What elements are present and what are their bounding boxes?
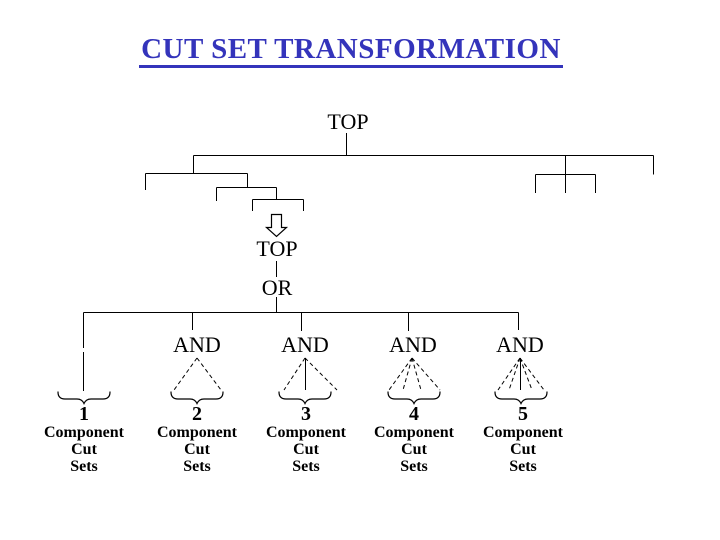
fan-dashed-lines xyxy=(173,357,545,391)
original-tree-root-label: TOP xyxy=(327,109,369,134)
underbrace-3 xyxy=(278,391,332,405)
transform-down-arrow-icon xyxy=(264,213,289,238)
cut-set-column-1: 1 Component Cut Sets xyxy=(29,403,139,475)
cut-set-label-line: Sets xyxy=(509,458,537,475)
cut-set-label-line: Sets xyxy=(400,458,428,475)
cut-set-label-line: Component xyxy=(43,424,124,441)
cut-set-count: 5 xyxy=(518,403,528,425)
cut-set-count: 1 xyxy=(79,403,89,425)
transformed-tree-root-label: TOP xyxy=(256,236,298,261)
cut-set-label-line: Cut xyxy=(71,441,97,458)
cut-set-count: 2 xyxy=(192,403,202,425)
slide-title-text: CUT SET TRANSFORMATION xyxy=(139,34,563,68)
original-fault-tree-lines xyxy=(145,133,654,211)
cut-set-label-line: Component xyxy=(156,424,237,441)
gate-input-fan-lines xyxy=(173,357,545,391)
cut-set-label-line: Sets xyxy=(183,458,211,475)
cut-set-label-line: Sets xyxy=(70,458,98,475)
cut-set-count: 4 xyxy=(409,403,419,425)
cut-set-label-line: Cut xyxy=(293,441,319,458)
cut-set-column-5: 5 Component Cut Sets xyxy=(468,403,578,475)
and-gate-label-5: AND xyxy=(496,332,544,357)
cut-set-count: 3 xyxy=(301,403,311,425)
or-gate-label: OR xyxy=(261,275,293,300)
cut-set-label-line: Component xyxy=(373,424,454,441)
and-gate-label-2: AND xyxy=(173,332,221,357)
slide-title: CUT SET TRANSFORMATION xyxy=(128,34,574,68)
cut-set-column-4: 4 Component Cut Sets xyxy=(359,403,469,475)
fan-solid-lines xyxy=(305,358,521,390)
cut-set-label-line: Sets xyxy=(292,458,320,475)
underbrace-1 xyxy=(57,391,111,405)
cut-set-label-line: Cut xyxy=(510,441,536,458)
transformed-tree-lines xyxy=(83,261,519,391)
cut-set-label-line: Component xyxy=(482,424,563,441)
cut-set-column-2: 2 Component Cut Sets xyxy=(142,403,252,475)
underbrace-4 xyxy=(387,391,441,405)
cut-set-column-3: 3 Component Cut Sets xyxy=(251,403,361,475)
cut-set-label-line: Cut xyxy=(401,441,427,458)
cut-set-label-line: Component xyxy=(265,424,346,441)
and-gate-label-4: AND xyxy=(389,332,437,357)
underbraces xyxy=(57,391,548,405)
cut-set-label-line: Cut xyxy=(184,441,210,458)
underbrace-5 xyxy=(494,391,548,405)
and-gate-label-3: AND xyxy=(281,332,329,357)
underbrace-2 xyxy=(170,391,224,405)
